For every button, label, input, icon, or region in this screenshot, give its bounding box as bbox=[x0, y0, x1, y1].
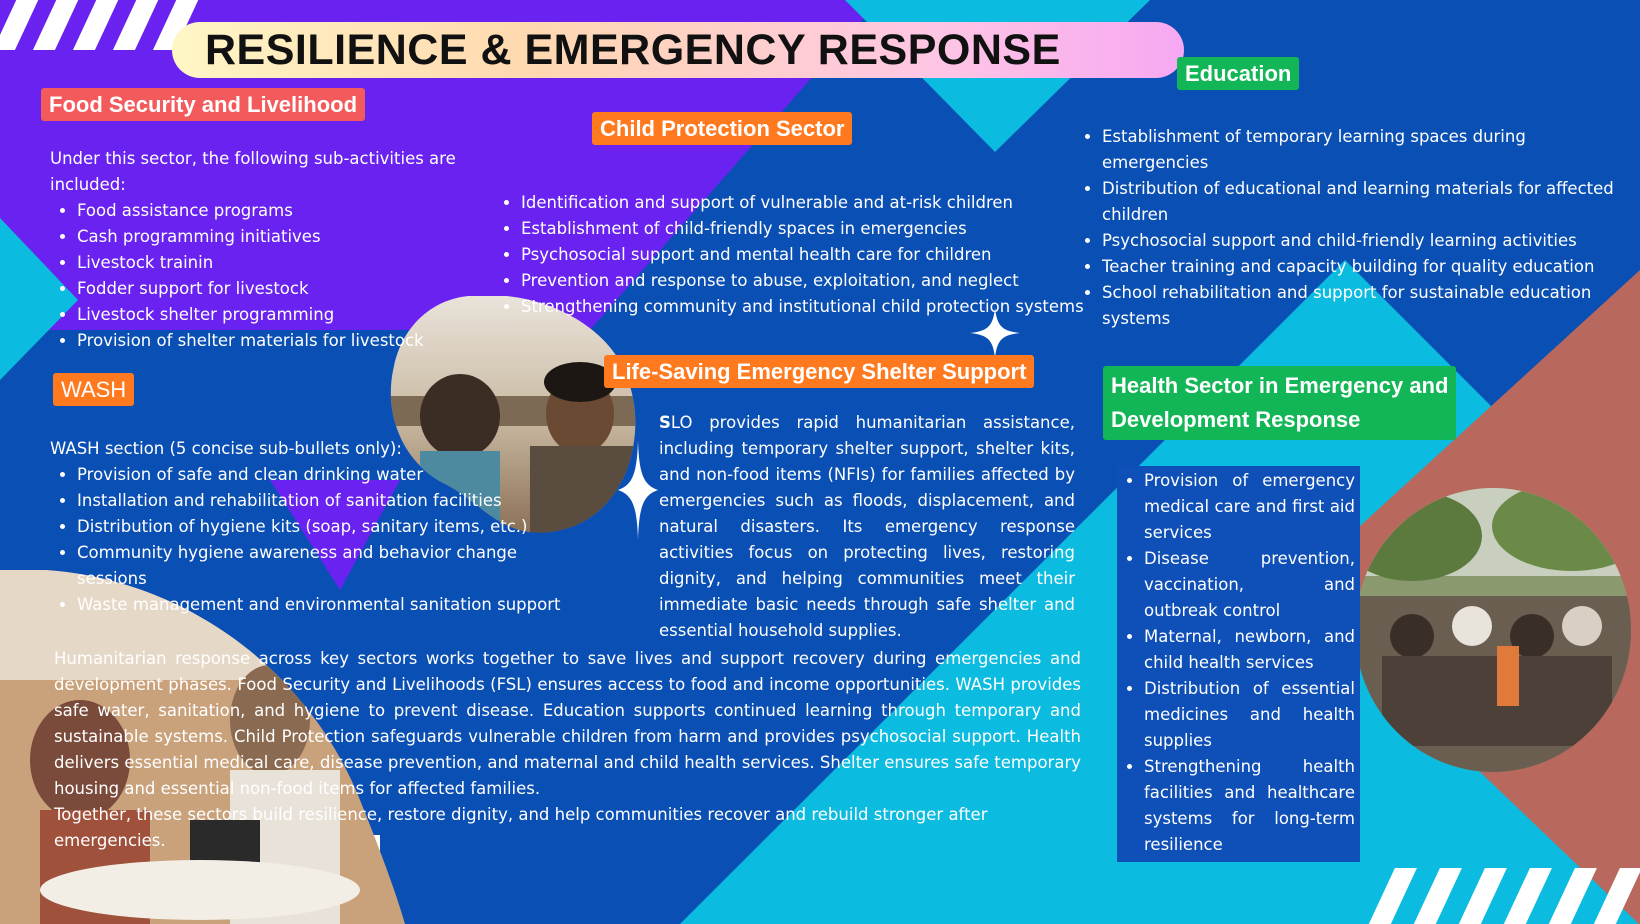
list-item: Strengthening community and institutiona… bbox=[521, 294, 1094, 320]
food-security-heading: Food Security and Livelihood bbox=[41, 88, 366, 121]
wash-intro: WASH section (5 concise sub-bullets only… bbox=[50, 439, 402, 458]
list-item: Identification and support of vulnerable… bbox=[521, 190, 1094, 216]
list-item: Maternal, newborn, and child health serv… bbox=[1144, 624, 1355, 676]
child-protection-list: Identification and support of vulnerable… bbox=[494, 190, 1094, 320]
list-item: Livestock trainin bbox=[77, 250, 470, 276]
list-item: Distribution of hygiene kits (soap, sani… bbox=[77, 514, 570, 540]
food-security-section: Under this sector, the following sub-act… bbox=[50, 146, 470, 354]
photo-blob-two-men bbox=[390, 296, 636, 533]
photo-office-meeting bbox=[0, 570, 405, 924]
list-item: School rehabilitation and support for su… bbox=[1102, 280, 1635, 332]
list-item: Distribution of educational and learning… bbox=[1102, 176, 1635, 228]
list-item: Livestock shelter programming bbox=[77, 302, 470, 328]
health-section: Provision of emergency medical care and … bbox=[1117, 466, 1360, 862]
food-security-list: Food assistance programs Cash programmin… bbox=[50, 198, 470, 354]
wash-heading: WASH bbox=[53, 373, 135, 406]
list-item: Food assistance programs bbox=[77, 198, 470, 224]
education-list: Establishment of temporary learning spac… bbox=[1075, 124, 1635, 332]
list-item: Teacher training and capacity building f… bbox=[1102, 254, 1635, 280]
shelter-text: LO provides rapid humanitarian assistanc… bbox=[659, 413, 1075, 640]
health-heading-line1: Health Sector in Emergency and bbox=[1111, 373, 1449, 398]
summary-section: Humanitarian response across key sectors… bbox=[54, 646, 1081, 854]
list-item: Strengthening health facilities and heal… bbox=[1144, 754, 1355, 858]
list-item: Installation and rehabilitation of sanit… bbox=[77, 488, 570, 514]
list-item: Provision of emergency medical care and … bbox=[1144, 468, 1355, 546]
list-item: Psychosocial support and child-friendly … bbox=[1102, 228, 1635, 254]
list-item: Provision of safe and clean drinking wat… bbox=[77, 462, 570, 488]
health-heading: Health Sector in Emergency and Developme… bbox=[1103, 366, 1457, 440]
list-item: Fodder support for livestock bbox=[77, 276, 470, 302]
list-item: Distribution of essential medicines and … bbox=[1144, 676, 1355, 754]
list-item: Disease prevention, vaccination, and out… bbox=[1144, 546, 1355, 624]
page-title: RESILIENCE & EMERGENCY RESPONSE bbox=[205, 26, 1061, 74]
summary-paragraph: Humanitarian response across key sectors… bbox=[54, 649, 1081, 798]
health-list: Provision of emergency medical care and … bbox=[1117, 468, 1355, 858]
food-security-intro: Under this sector, the following sub-act… bbox=[50, 149, 456, 194]
list-item: Establishment of temporary learning spac… bbox=[1102, 124, 1635, 176]
wash-list: Provision of safe and clean drinking wat… bbox=[50, 462, 570, 618]
list-item: Establishment of child-friendly spaces i… bbox=[521, 216, 1094, 242]
shelter-heading: Life-Saving Emergency Shelter Support bbox=[604, 355, 1035, 388]
photo-circle-community-meeting bbox=[1355, 488, 1631, 772]
summary-closing: Together, these sectors build resilience… bbox=[54, 805, 988, 850]
wash-section: WASH section (5 concise sub-bullets only… bbox=[50, 436, 570, 618]
list-item: Provision of shelter materials for lives… bbox=[77, 328, 470, 354]
health-heading-line2: Development Response bbox=[1111, 407, 1361, 432]
education-section: Establishment of temporary learning spac… bbox=[1075, 124, 1635, 332]
child-protection-heading: Child Protection Sector bbox=[592, 112, 853, 145]
child-protection-section: Identification and support of vulnerable… bbox=[494, 190, 1094, 320]
education-heading: Education bbox=[1177, 57, 1300, 90]
list-item: Community hygiene awareness and behavior… bbox=[77, 540, 570, 592]
list-item: Prevention and response to abuse, exploi… bbox=[521, 268, 1094, 294]
list-item: Waste management and environmental sanit… bbox=[77, 592, 570, 618]
list-item: Cash programming initiatives bbox=[77, 224, 470, 250]
shelter-lead-letter: S bbox=[659, 413, 671, 432]
sparkle-icon bbox=[618, 440, 658, 540]
shelter-body: SLO provides rapid humanitarian assistan… bbox=[659, 410, 1075, 644]
list-item: Psychosocial support and mental health c… bbox=[521, 242, 1094, 268]
title-banner bbox=[172, 22, 1184, 78]
sparkle-icon bbox=[970, 308, 1020, 358]
